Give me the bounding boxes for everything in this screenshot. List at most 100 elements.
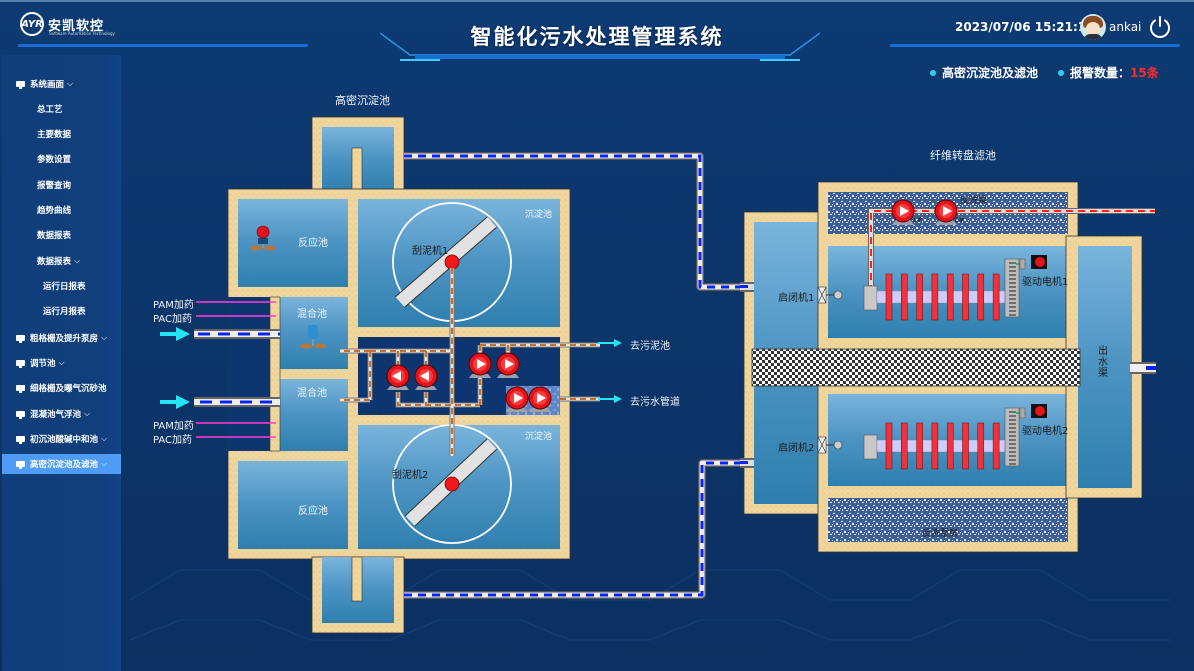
mixing-tank-2-label: 混合池 — [297, 388, 327, 399]
monitor-icon — [16, 81, 25, 89]
sidebar-item[interactable]: 细格栅及曝气沉砂池 — [2, 378, 121, 398]
sidebar-item-label: 粗格栅及提升泵房 — [30, 334, 99, 344]
reaction-tank-1-label: 反应池 — [298, 238, 328, 249]
chevron-down-icon: ⌵ — [74, 256, 81, 265]
filter-title: 纤维转盘滤池 — [930, 149, 996, 162]
sidebar-item[interactable]: 粗格栅及提升泵房⌵ — [2, 328, 121, 348]
filter-disc — [885, 273, 893, 321]
title-decoration — [380, 32, 820, 61]
header: AYR 安凯软控 Software Automation Technology … — [0, 0, 1194, 61]
sidebar-item-label: 数据报表 — [37, 231, 72, 241]
power-icon[interactable] — [1148, 15, 1172, 39]
sidebar-item-label: 初沉池酸碱中和池 — [30, 435, 99, 445]
filter-pipes — [740, 282, 1156, 468]
monitor-icon — [16, 411, 25, 419]
motor-1-label: 驱动电机1 — [1022, 277, 1069, 288]
gate-1-label: 启闭机1 — [778, 293, 815, 304]
gate-1-icon[interactable] — [817, 286, 843, 304]
alarm-label: 报警数量： — [1070, 66, 1131, 80]
disc-filter-1[interactable] — [863, 255, 1047, 321]
outflow-arrows — [598, 339, 622, 403]
filter-disc — [962, 273, 969, 321]
sidebar-item-label: 主要数据 — [37, 130, 72, 140]
transfer-pipes — [404, 152, 752, 599]
mixer-1-icon[interactable] — [250, 225, 276, 251]
sidebar-item[interactable]: 报警查询 — [2, 175, 121, 195]
dosing-lines — [196, 301, 276, 438]
sludge-pump-1[interactable] — [386, 364, 410, 391]
sidebar-item[interactable]: 数据报表⌵ — [2, 251, 121, 271]
inlet-pipes — [160, 327, 280, 409]
sidebar-item[interactable]: 初沉池酸碱中和池⌵ — [2, 429, 121, 449]
status-dot-icon — [930, 69, 936, 76]
disc-filter-2[interactable] — [863, 404, 1047, 470]
filter-disc — [916, 273, 923, 321]
hd-settling-title: 高密沉淀池 — [335, 94, 390, 107]
monitor-icon — [16, 461, 25, 469]
logo-subtitle: Software Automation Technology — [49, 31, 115, 36]
backwash-pump-1[interactable] — [891, 199, 915, 226]
sidebar-item-label: 高密沉淀池及滤池 — [30, 460, 99, 470]
scraper-1[interactable] — [392, 202, 512, 322]
sidebar-item-label: 趋势曲线 — [37, 206, 72, 216]
drain-pump-2[interactable] — [528, 386, 552, 413]
sidebar-item[interactable]: 运行月报表 — [2, 301, 121, 321]
logo: AYR 安凯软控 Software Automation Technology — [20, 12, 115, 36]
scraper-1-label: 刮泥机1 — [412, 246, 449, 257]
chevron-down-icon: ⌵ — [101, 434, 108, 443]
gate-2-icon[interactable] — [817, 436, 843, 454]
alarm-count[interactable]: 15条 — [1130, 66, 1159, 80]
chevron-down-icon: ⌵ — [84, 409, 91, 418]
pump-2-label: 2# — [954, 216, 965, 224]
sidebar-item[interactable]: 数据报表 — [2, 225, 121, 245]
filter-disc — [962, 422, 969, 470]
drain-pump-1[interactable] — [505, 386, 529, 413]
header-line-left — [18, 44, 308, 47]
sidebar-item[interactable]: 参数设置 — [2, 149, 121, 169]
sidebar-item-label: 调节池 — [30, 359, 56, 369]
sludge-pump-2[interactable] — [414, 364, 438, 391]
sidebar: 系统画面⌵总工艺主要数据参数设置报警查询趋势曲线数据报表数据报表⌵运行日报表运行… — [2, 55, 121, 671]
motor-2-label: 驱动电机2 — [1022, 426, 1069, 437]
sidebar-item[interactable]: 高密沉淀池及滤池⌵ — [2, 454, 121, 474]
sidebar-item[interactable]: 调节池⌵ — [2, 353, 121, 373]
filter-disc — [977, 273, 985, 321]
filter-disc — [931, 273, 939, 321]
sludge-pump-4[interactable] — [496, 352, 520, 379]
filter-disc — [931, 422, 939, 470]
sidebar-item[interactable]: 趋势曲线 — [2, 200, 121, 220]
logo-icon: AYR — [20, 12, 44, 36]
to-sewer-label: 去污水管道 — [630, 397, 680, 408]
pac-dosing-1-label: PAC加药 — [153, 314, 193, 325]
sidebar-item[interactable]: 运行日报表 — [2, 276, 121, 296]
sidebar-item-label: 数据报表 — [37, 257, 72, 267]
mixer-2-icon[interactable] — [300, 325, 326, 349]
monitor-icon — [16, 360, 25, 368]
sidebar-item[interactable]: 主要数据 — [2, 124, 121, 144]
outlet-channel-label: 出水渠 — [1098, 346, 1108, 379]
sidebar-item-label: 系统画面 — [30, 80, 65, 90]
filter-disc — [901, 422, 908, 470]
monitor-icon — [16, 335, 25, 343]
avatar[interactable] — [1080, 14, 1106, 40]
backwash-pump-label: 反洗泵 — [960, 196, 988, 206]
sidebar-item[interactable]: 系统画面⌵ — [2, 74, 121, 94]
mixing-tank-1-label: 混合池 — [297, 309, 327, 320]
username[interactable]: ankai — [1109, 20, 1142, 34]
monitor-icon — [16, 436, 25, 444]
filter-disc — [885, 422, 893, 470]
status-bar: 高密沉淀池及滤池 报警数量： 15条 — [930, 64, 1159, 81]
sidebar-item[interactable]: 混凝池气浮池⌵ — [2, 404, 121, 424]
sludge-pump-3[interactable] — [468, 352, 492, 379]
scraper-2[interactable] — [392, 424, 512, 544]
page-title: 智能化污水处理管理系统 — [470, 25, 724, 49]
sidebar-item-label: 细格栅及曝气沉砂池 — [30, 384, 107, 394]
sidebar-item-label: 报警查询 — [37, 181, 72, 191]
pac-dosing-2-label: PAC加药 — [153, 435, 193, 446]
sidebar-item[interactable]: 总工艺 — [2, 99, 121, 119]
reaction-tank-2-label: 反应池 — [298, 506, 328, 517]
gate-2-label: 启闭机2 — [778, 443, 815, 454]
settling-tank-2-label: 沉淀池 — [525, 432, 553, 442]
filter-disc — [916, 422, 923, 470]
pam-dosing-2-label: PAM加药 — [153, 421, 194, 432]
